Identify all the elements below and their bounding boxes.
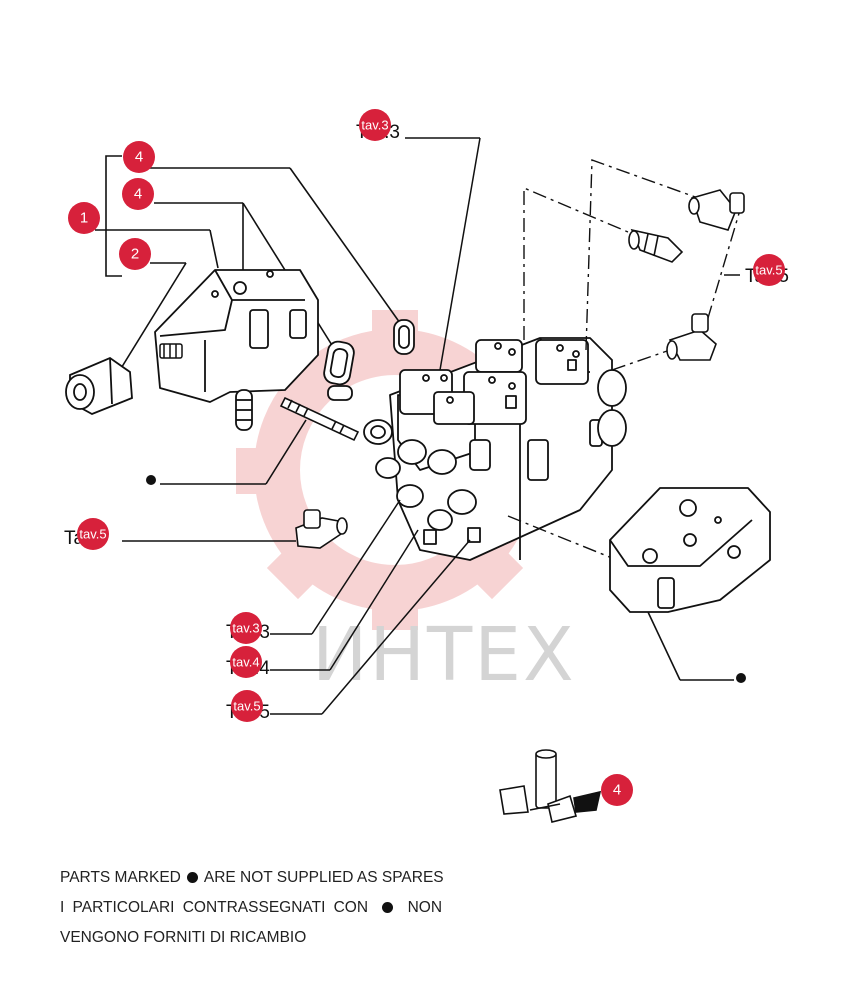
left-pin — [159, 343, 183, 359]
bullet-dot-icon — [382, 902, 394, 913]
left-end-cover — [154, 269, 319, 403]
tie-rod — [279, 396, 360, 442]
svg-text:tav.3: tav.3 — [361, 118, 388, 133]
reference-leaders — [122, 137, 740, 715]
callout-4-second: 4 — [122, 178, 154, 210]
callout-2: 2 — [119, 238, 151, 270]
callout-4-kit: 4 — [601, 774, 633, 806]
ref-tav3-top: Tav.3 tav.3 — [356, 109, 400, 143]
right-end-cover — [609, 487, 771, 613]
callout-1: 1 — [68, 202, 100, 234]
elbow-fitting-mid — [666, 313, 717, 361]
leader-bullet-left — [160, 419, 307, 485]
svg-text:tav.5: tav.5 — [755, 263, 782, 278]
ref-tav5-right: Tav.5 tav.5 — [745, 254, 789, 287]
svg-text:1: 1 — [80, 210, 88, 227]
svg-text:tav.3: tav.3 — [232, 621, 259, 636]
svg-text:tav.5: tav.5 — [79, 527, 106, 542]
svg-text:4: 4 — [134, 186, 142, 203]
not-supplied-dot-icon — [736, 673, 746, 683]
ref-tav4-bottom: Tav.4 tav.4 — [226, 646, 270, 679]
svg-text:tav.4: tav.4 — [232, 655, 259, 670]
ref-tav3-bottom: Tav.3 tav.3 — [226, 612, 270, 644]
not-supplied-dot-icon — [146, 475, 156, 485]
elbow-fitting-top — [688, 189, 745, 231]
ref-tav5-left: Tav.5 tav.5 — [64, 518, 109, 550]
svg-text:4: 4 — [135, 149, 143, 166]
svg-text:tav.5: tav.5 — [233, 699, 260, 714]
leader-bullet-right — [647, 611, 734, 681]
valve-block — [363, 337, 627, 561]
callout-4-top: 4 — [123, 141, 155, 173]
straight-fitting — [628, 228, 684, 263]
note-line-2: I PARTICOLARI CONTRASSEGNATI CON NON — [60, 899, 443, 916]
seal-kit — [499, 749, 602, 823]
seal-rings — [235, 319, 415, 431]
elbow-fitting-left — [295, 509, 348, 549]
ref-tav5-bottom: Tav.5 tav.5 — [226, 690, 270, 723]
note-line-3: VENGONO FORNITI DI RICAMBIO — [60, 929, 307, 946]
cap-nut — [65, 356, 133, 415]
svg-text:4: 4 — [613, 782, 621, 799]
explode-lines — [507, 159, 741, 559]
watermark-text: ИНТЕХ — [312, 612, 576, 698]
bullet-dot-icon — [186, 872, 198, 883]
svg-text:2: 2 — [131, 246, 139, 263]
